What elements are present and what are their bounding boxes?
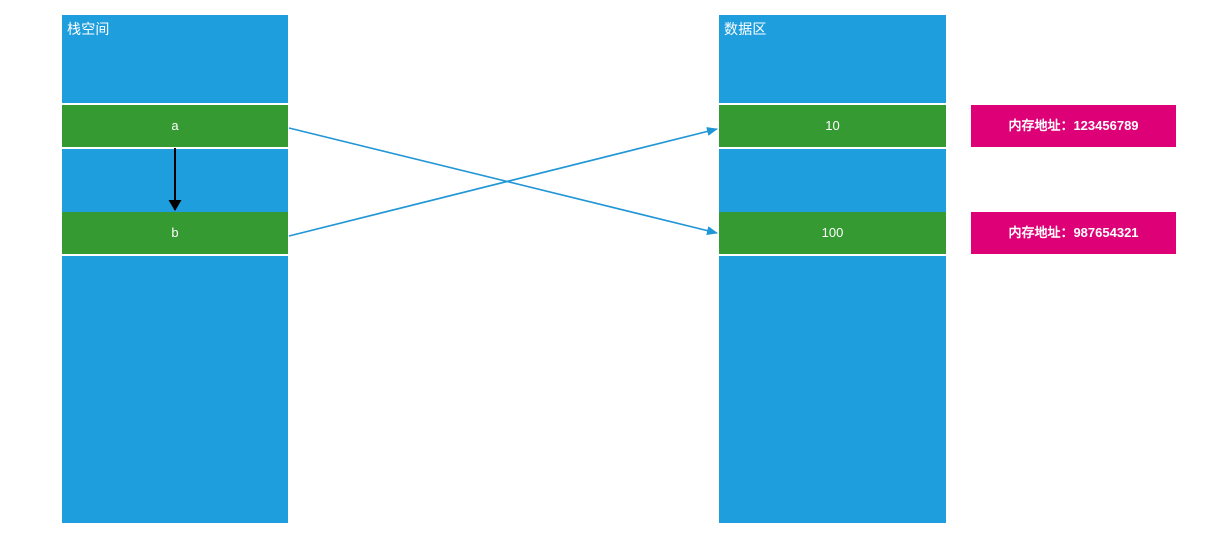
data-column: 10 100 数据区 <box>719 15 946 523</box>
stack-segment-a[interactable]: a <box>62 105 288 147</box>
stack-segment-free-top <box>62 15 288 103</box>
data-segment-free-top <box>719 15 946 103</box>
data-segment-free-middle <box>719 149 946 212</box>
stack-segment-free-middle <box>62 149 288 212</box>
address-label-second: 内存地址：987654321 <box>971 212 1176 254</box>
data-segment-free-bottom <box>719 256 946 523</box>
data-segment-value-10[interactable]: 10 <box>719 105 946 147</box>
connector-a-to-100 <box>288 127 718 235</box>
stack-segment-a-label: a <box>171 118 179 133</box>
stack-column: a b 栈空间 <box>62 15 288 523</box>
stack-segment-b-label: b <box>171 225 179 240</box>
connector-b-to-10 <box>288 127 718 237</box>
stack-column-title: 栈空间 <box>67 21 110 37</box>
address-label-first: 内存地址：123456789 <box>971 105 1176 147</box>
stack-segment-free-bottom <box>62 256 288 523</box>
data-segment-value-10-label: 10 <box>825 118 840 133</box>
data-column-title: 数据区 <box>724 21 767 37</box>
stack-segment-b[interactable]: b <box>62 212 288 254</box>
data-segment-value-100[interactable]: 100 <box>719 212 946 254</box>
data-segment-value-100-label: 100 <box>821 225 844 240</box>
